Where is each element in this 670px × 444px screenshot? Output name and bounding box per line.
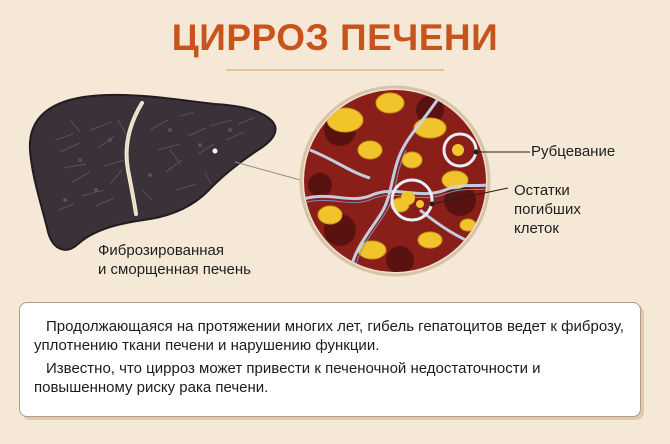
liver-label: Фиброзированная и сморщенная печень [98, 241, 298, 279]
remnants-label-line2: погибших [514, 201, 581, 218]
info-paragraph-2: Известно, что цирроз может привести к пе… [34, 360, 541, 396]
remnants-label: Остатки погибших клеток [514, 181, 664, 238]
page-title: ЦИРРОЗ ПЕЧЕНИ [171, 17, 499, 58]
info-paragraph-1: Продолжающаяся на протяжении многих лет,… [34, 318, 624, 354]
remnants-callout-line [431, 187, 509, 205]
title-underline [226, 69, 444, 71]
liver-label-line1: Фиброзированная [98, 242, 225, 259]
remnants-label-line3: клеток [514, 220, 559, 237]
illustration [28, 85, 530, 277]
tissue-circle-icon [299, 85, 491, 277]
scarring-label: Рубцевание [531, 143, 616, 160]
liver-label-line2: и сморщенная печень [98, 261, 251, 278]
info-box: Продолжающаяся на протяжении многих лет,… [19, 302, 641, 417]
connector-line [234, 161, 305, 182]
liver-icon [28, 93, 277, 251]
remnants-label-line1: Остатки [514, 182, 570, 199]
